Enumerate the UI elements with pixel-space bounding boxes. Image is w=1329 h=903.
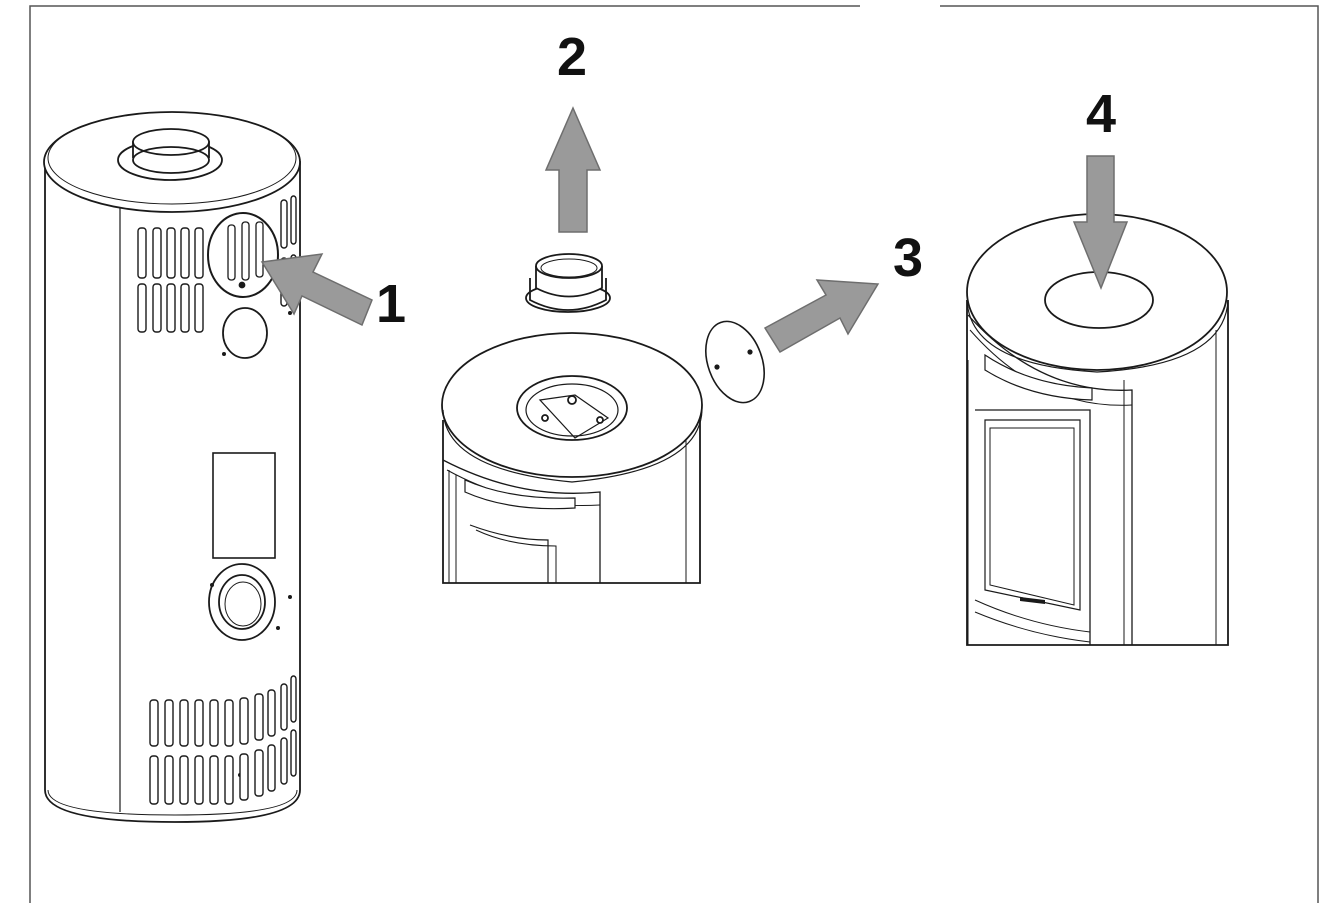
secondary-round-opening (222, 307, 268, 359)
arrow-4-icon (1072, 155, 1129, 291)
step-label-2: 2 (557, 27, 587, 87)
top-opening (516, 375, 628, 441)
arrow-2-icon (544, 106, 602, 233)
door-glass (967, 360, 1091, 645)
arrow-3-icon (763, 279, 880, 354)
air-intake (208, 563, 276, 641)
step-label-4: 4 (1086, 84, 1116, 144)
upper-vent-slots (137, 195, 297, 333)
cover-disc (705, 320, 765, 404)
rear-access-plate (212, 452, 276, 559)
stove-top-collar-removed (441, 253, 703, 584)
arrow-1-icon (260, 253, 373, 327)
stove-front-new-top (966, 213, 1229, 646)
lower-vent-slots (149, 675, 297, 805)
rear-flue-opening (207, 212, 279, 298)
step-label-3: 3 (893, 228, 923, 288)
top-flue-collar (117, 128, 223, 181)
page-frame (29, 5, 1319, 903)
step-label-1: 1 (376, 274, 406, 334)
stove-rear-view (43, 111, 301, 823)
removed-flue-collar (525, 253, 611, 313)
